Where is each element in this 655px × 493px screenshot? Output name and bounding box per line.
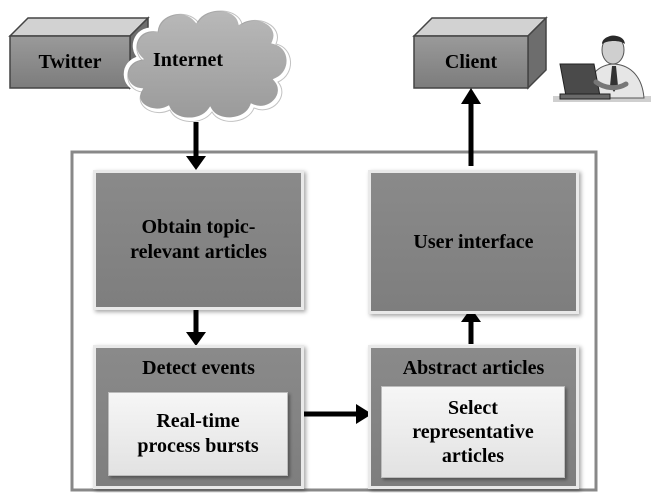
abstract-articles-box: Abstract articles Select representative … bbox=[368, 345, 579, 489]
abstract-articles-label: Abstract articles bbox=[402, 357, 545, 379]
cloud-icon bbox=[123, 6, 291, 122]
user-interface-box: User interface bbox=[368, 170, 579, 314]
realtime-bursts-label: Real-time process bursts bbox=[137, 410, 259, 457]
arrow-heads bbox=[186, 88, 481, 424]
flow-arrows bbox=[193, 104, 474, 417]
detect-events-box: Detect events Real-time process bursts bbox=[93, 345, 304, 489]
client-label: Client bbox=[444, 50, 498, 73]
internet-label: Internet bbox=[153, 48, 223, 71]
obtain-articles-box: Obtain topic- relevant articles bbox=[93, 170, 304, 310]
user-interface-label: User interface bbox=[413, 230, 534, 253]
person-at-laptop-icon bbox=[553, 35, 651, 102]
obtain-articles-label: Obtain topic- relevant articles bbox=[130, 216, 267, 263]
twitter-label: Twitter bbox=[38, 50, 102, 73]
select-representative-label: Select representative articles bbox=[412, 397, 534, 467]
detect-events-label: Detect events bbox=[142, 357, 255, 379]
select-representative-box: Select representative articles bbox=[381, 386, 565, 478]
realtime-bursts-box: Real-time process bursts bbox=[108, 392, 288, 476]
twitter-box bbox=[8, 16, 150, 90]
client-box bbox=[412, 16, 548, 90]
